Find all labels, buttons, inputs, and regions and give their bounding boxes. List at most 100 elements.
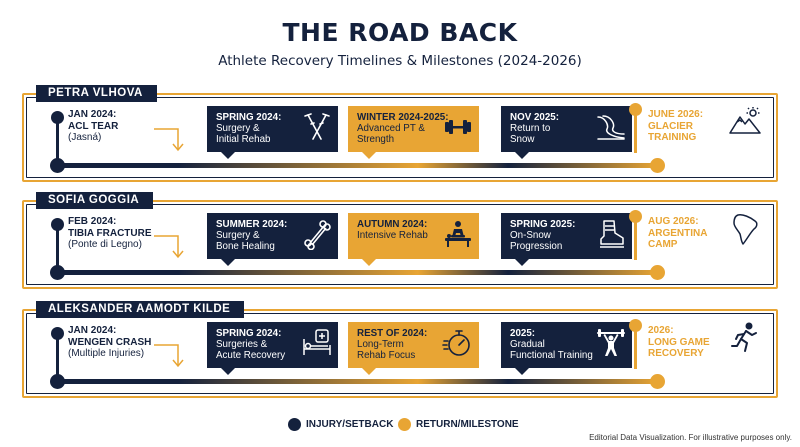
legend-label-injury: INJURY/SETBACK [306,419,394,430]
phase-text: Advanced PT & [357,123,425,134]
phase-text: Long-Term [357,339,404,350]
phase-text: Progression [510,241,563,252]
phase-text: Functional Training [510,350,593,361]
injury-dot [50,374,65,389]
ski-slope-icon [595,111,627,143]
milestone-dot [650,158,665,173]
phase-heading: SPRING 2024: [216,328,282,339]
milestone-marker [634,321,637,369]
injury-event: JAN 2024:WENGEN CRASH(Multiple Injuries) [68,325,151,360]
injury-event: JAN 2024:ACL TEAR(Jasná) [68,109,118,144]
phase-text: Intensive Rehab [357,230,428,241]
injury-event: FEB 2024:TIBIA FRACTURE(Ponte di Legno) [68,216,152,251]
milestone-label: RECOVERY [648,348,704,359]
phase-heading: SUMMER 2024: [216,219,288,230]
athlete-timeline: ALEKSANDER AAMODT KILDE JAN 2024:WENGEN C… [22,301,778,398]
athlete-name: ALEKSANDER AAMODT KILDE [36,301,245,318]
athlete-timeline: SOFIA GOGGIA FEB 2024:TIBIA FRACTURE(Pont… [22,192,778,289]
injury-type: WENGEN CRASH [68,336,152,348]
ski-boot-icon [595,218,627,250]
milestone-dot [650,374,665,389]
legend-dot-navy [288,418,301,431]
progress-arrow-icon [154,127,186,155]
milestone-dot [650,265,665,280]
legend-label-milestone: RETURN/MILESTONE [416,419,519,430]
athlete-timeline: PETRA VLHOVA JAN 2024:ACL TEAR(Jasná) SPRI… [22,85,778,182]
milestone-date: AUG 2026: [648,216,699,227]
milestone-label: TRAINING [648,132,697,143]
phase-text: Rehab Focus [357,350,416,361]
milestone-label: CAMP [648,239,678,250]
phase-text: Surgeries & [216,339,268,350]
stopwatch-icon [442,327,474,359]
milestone-marker [634,105,637,153]
injury-date: JAN 2024: [68,109,117,120]
footnote: Editorial Data Visualization. For illust… [589,433,792,442]
milestone-marker-dot [629,319,642,332]
injury-type: ACL TEAR [68,120,119,132]
mountain-sun-icon [728,105,762,139]
phase-text: Gradual [510,339,545,350]
injury-marker [51,111,64,162]
injury-location: (Multiple Injuries) [68,348,145,359]
weightlifter-icon [595,327,627,359]
phase-heading: WINTER 2024-2025: [357,112,449,123]
phase-card: WINTER 2024-2025:Advanced PT &Strength [348,106,479,159]
athlete-name: SOFIA GOGGIA [36,192,154,209]
phase-card: AUTUMN 2024:Intensive Rehab [348,213,479,266]
milestone-marker-dot [629,210,642,223]
page-subtitle: Athlete Recovery Timelines & Milestones … [218,53,582,69]
milestone-date: JUNE 2026: [648,109,704,120]
injury-date: FEB 2024: [68,216,117,227]
phase-heading: SPRING 2024: [216,112,282,123]
hospital-bed-icon [301,327,333,359]
injury-dot [50,265,65,280]
south-america-map-icon [728,212,762,246]
injury-date: JAN 2024: [68,325,117,336]
page-title: THE ROAD BACK [282,18,518,47]
bone-icon [301,218,333,251]
injury-marker [51,327,64,378]
phase-text: Snow [510,134,535,145]
injury-marker [51,218,64,269]
phase-heading: REST OF 2024: [357,328,428,339]
timeline-track [58,379,658,384]
athlete-name: PETRA VLHOVA [36,85,157,102]
phase-heading: 2025: [510,328,536,339]
phase-card: SPRING 2024:Surgery &Initial Rehab [207,106,338,159]
phase-card: SPRING 2024:Surgeries &Acute Recovery [207,322,338,375]
injury-location: (Ponte di Legno) [68,239,142,250]
progress-arrow-icon [154,234,186,262]
legend-dot-gold [398,418,411,431]
legend: INJURY/SETBACK RETURN/MILESTONE [0,417,800,433]
milestone-label: ARGENTINA [648,227,708,239]
phase-card: SUMMER 2024:Surgery &Bone Healing [207,213,338,266]
timeline-track [58,163,658,168]
phase-heading: SPRING 2025: [510,219,576,230]
milestone-label: GLACIER [648,120,693,132]
milestone-marker [634,212,637,260]
milestone-date: 2026: [648,325,674,336]
dumbbell-icon [442,111,474,143]
phase-heading: AUTUMN 2024: [357,219,428,230]
runner-icon [728,321,762,355]
physio-table-icon [442,218,474,250]
phase-text: Surgery & [216,230,260,241]
phase-text: Surgery & [216,123,260,134]
phase-text: Acute Recovery [216,350,286,361]
phase-text: Bone Healing [216,241,275,252]
milestone-marker-dot [629,103,642,116]
phase-text: On-Snow [510,230,551,241]
phase-heading: NOV 2025: [510,112,560,123]
phase-text: Return to [510,123,551,134]
timeline-track [58,270,658,275]
